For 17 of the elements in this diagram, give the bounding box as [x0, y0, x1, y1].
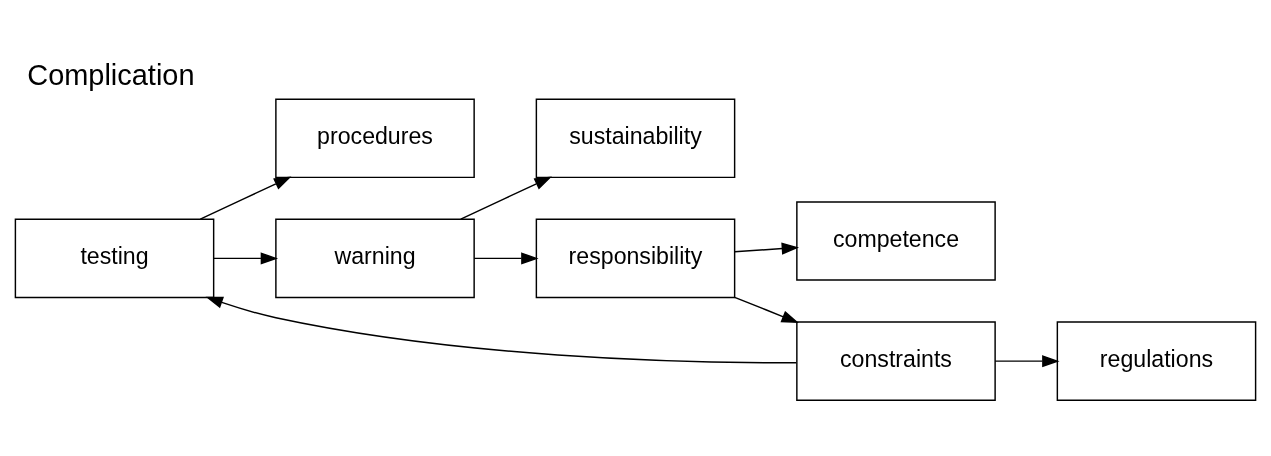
arrow [994, 355, 1060, 368]
arrow [213, 252, 279, 265]
arrow [733, 242, 800, 255]
node-box: sustainability [535, 98, 736, 179]
arrow [473, 252, 539, 265]
node-box: warning [275, 218, 475, 299]
diagram-title: Complication [27, 58, 195, 91]
arrow [205, 296, 798, 364]
node-box: competence [796, 201, 996, 281]
node-box: regulations [1056, 321, 1257, 401]
node-box: constraints [796, 321, 996, 401]
arrow [733, 296, 799, 323]
arrow [460, 176, 552, 220]
node-box: procedures [275, 98, 475, 179]
arrow [199, 176, 292, 220]
node-box: responsibility [535, 218, 736, 299]
node-box: testing [14, 218, 215, 299]
